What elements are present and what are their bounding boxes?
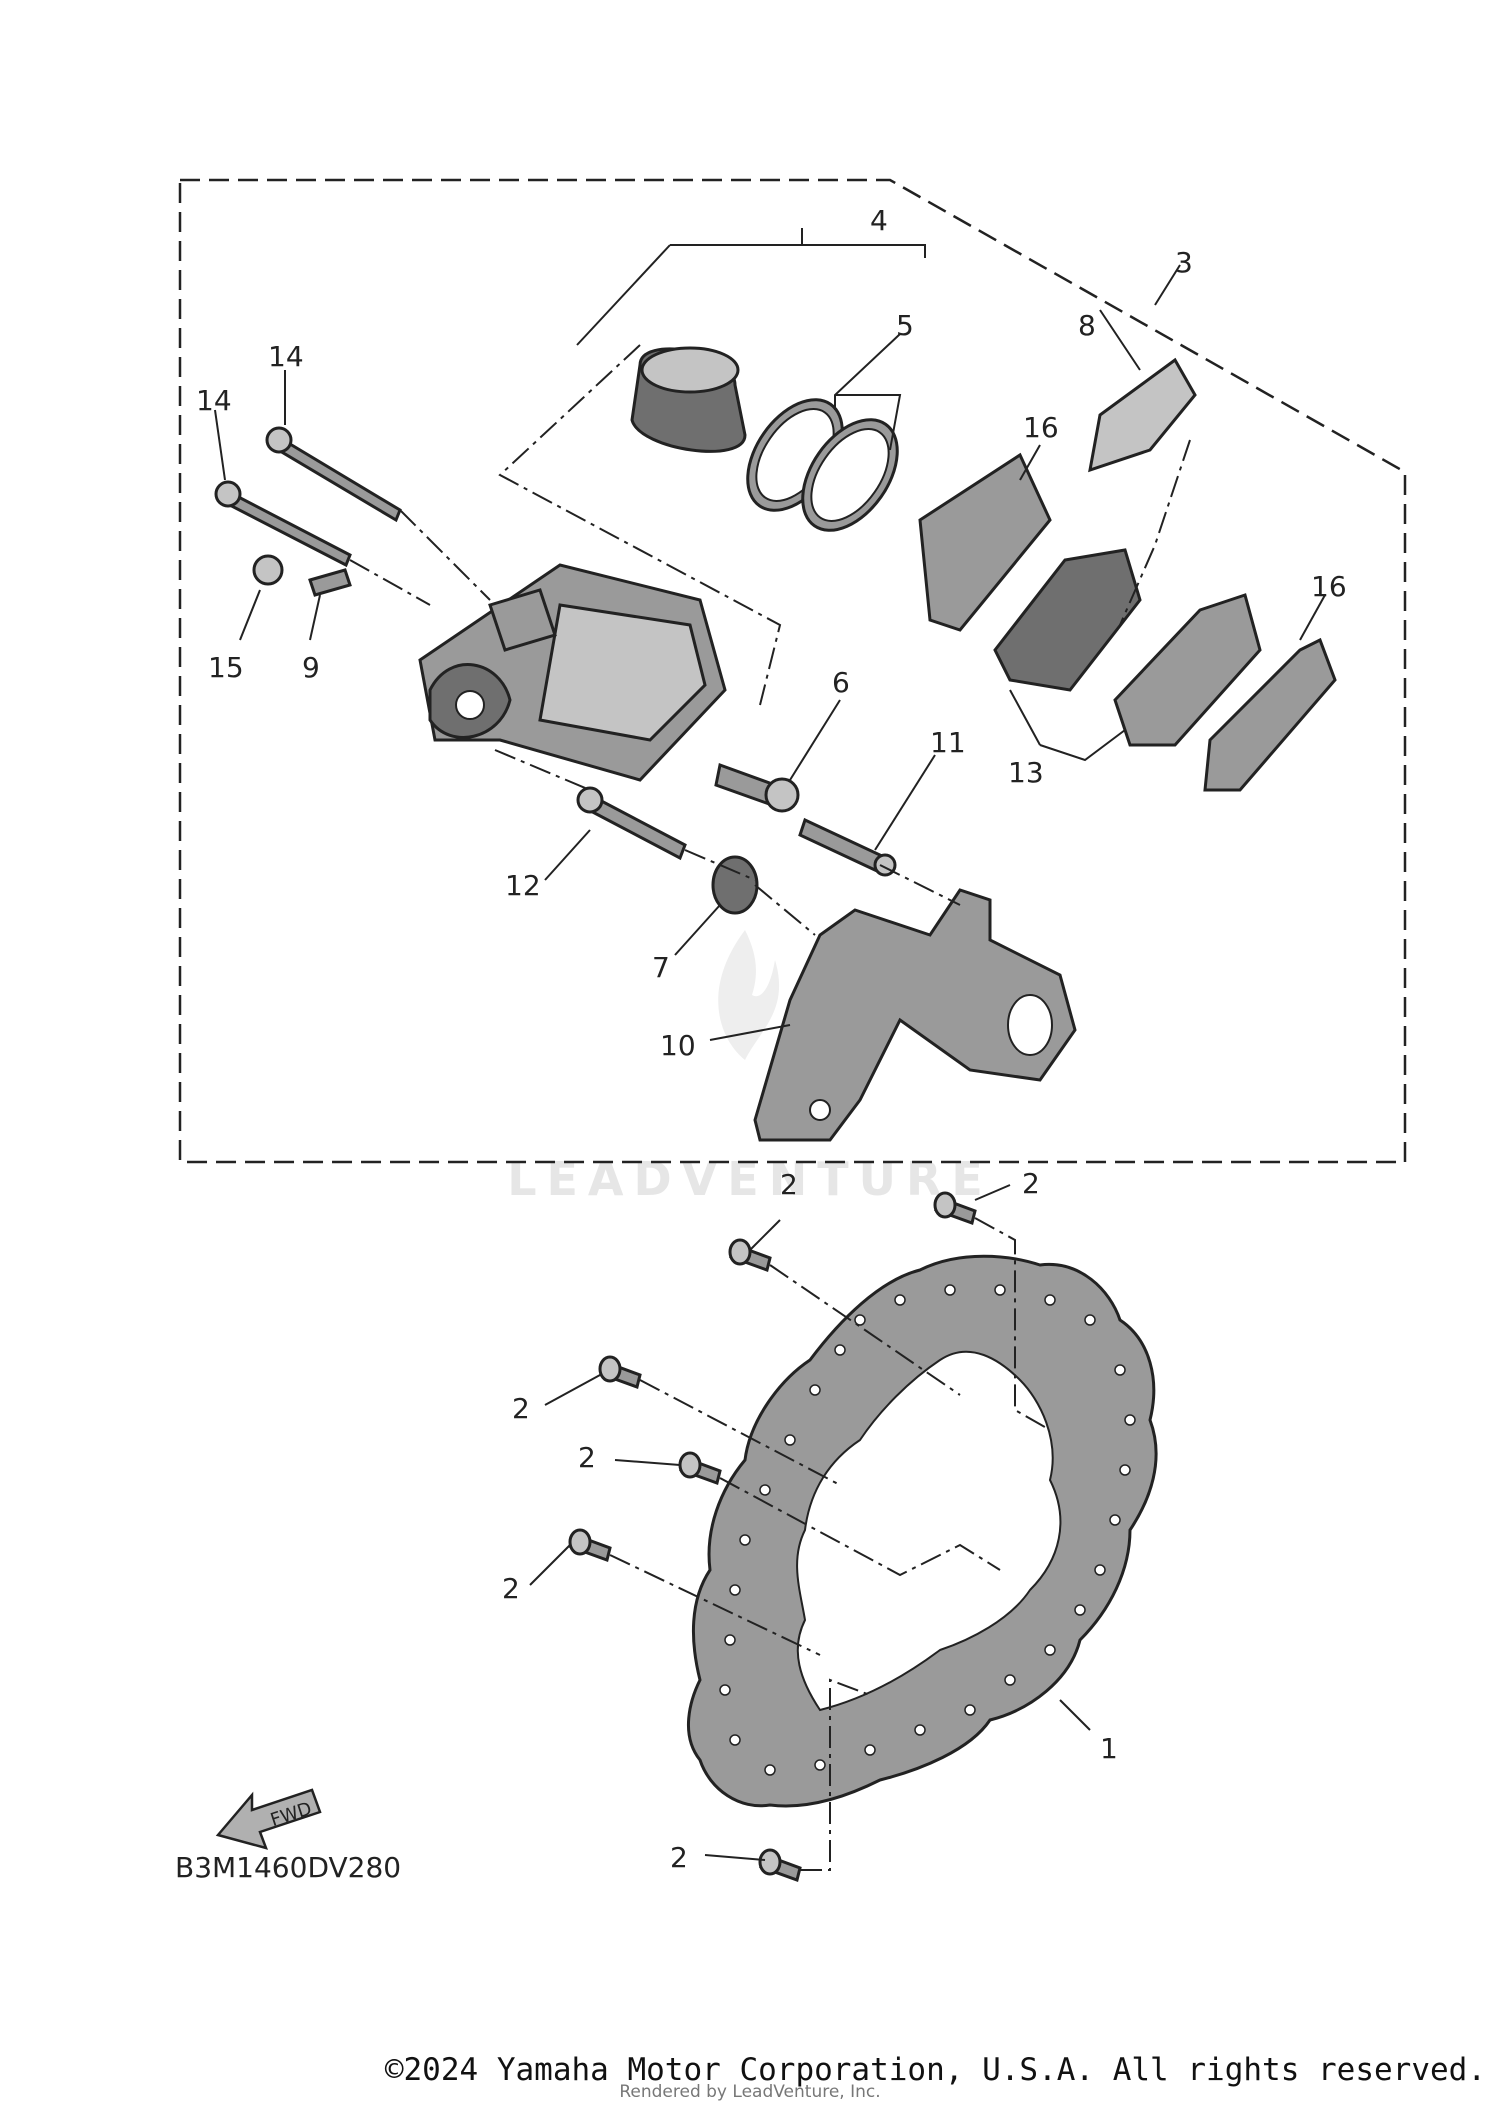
pad-pin-upper bbox=[265, 426, 402, 523]
callout-16: 16 bbox=[1023, 411, 1059, 444]
callout-2: 2 bbox=[780, 1168, 798, 1201]
callout-3: 3 bbox=[1175, 246, 1193, 279]
pad-spring bbox=[1088, 357, 1197, 473]
callout-16: 16 bbox=[1311, 570, 1347, 603]
callout-2: 2 bbox=[578, 1441, 596, 1474]
callout-10: 10 bbox=[660, 1029, 696, 1062]
watermark: LEADVENTURE bbox=[507, 1152, 993, 1206]
caliper-bolt bbox=[798, 817, 897, 877]
caliper-pin-bolt bbox=[576, 786, 687, 861]
callout-13: 13 bbox=[1008, 756, 1044, 789]
forward-arrow-icon: FWD bbox=[215, 1788, 322, 1850]
callout-2: 2 bbox=[670, 1841, 688, 1874]
disc-bolt bbox=[933, 1191, 977, 1225]
disc-bolt bbox=[678, 1451, 722, 1485]
disc-bolt bbox=[728, 1238, 772, 1272]
diagram-code: B3M1460DV280 bbox=[175, 1851, 401, 1884]
disc-bolt bbox=[568, 1528, 612, 1562]
bleed-screw bbox=[308, 568, 352, 597]
disc-bolt bbox=[598, 1355, 642, 1389]
callout-14: 14 bbox=[196, 384, 232, 417]
callout-2: 2 bbox=[502, 1572, 520, 1605]
watermark-flame-icon bbox=[718, 930, 780, 1060]
callout-1: 1 bbox=[1100, 1732, 1118, 1765]
callout-9: 9 bbox=[302, 651, 320, 684]
callout-14: 14 bbox=[268, 340, 304, 373]
caliper-kit-boundary bbox=[178, 178, 1407, 1164]
brake-pad-far-right bbox=[1203, 637, 1337, 792]
caliper-body bbox=[418, 563, 727, 782]
disc-bolt bbox=[758, 1848, 802, 1882]
callout-12: 12 bbox=[505, 869, 541, 902]
callout-2: 2 bbox=[1022, 1167, 1040, 1200]
leader-lines bbox=[214, 228, 1326, 1861]
copyright-notice: ©2024 Yamaha Motor Corporation, U.S.A. A… bbox=[384, 2052, 1486, 2088]
bleed-cap bbox=[252, 554, 284, 586]
callout-8: 8 bbox=[1078, 309, 1096, 342]
callout-2: 2 bbox=[512, 1392, 530, 1425]
callout-7: 7 bbox=[652, 951, 670, 984]
caliper-guide-bolt bbox=[714, 762, 800, 813]
callout-6: 6 bbox=[832, 666, 850, 699]
caliper-boot bbox=[711, 855, 759, 915]
brake-disc bbox=[686, 1254, 1158, 1808]
rendered-by-credit: Rendered by LeadVenture, Inc. bbox=[619, 2082, 881, 2102]
brake-pad-right bbox=[1113, 593, 1262, 747]
callout-11: 11 bbox=[930, 726, 966, 759]
caliper-bracket bbox=[753, 888, 1077, 1142]
callout-15: 15 bbox=[208, 651, 244, 684]
brake-pad-inner bbox=[993, 548, 1142, 692]
callout-5: 5 bbox=[896, 309, 914, 342]
callout-4: 4 bbox=[870, 204, 888, 237]
brake-pad-outer bbox=[918, 452, 1052, 632]
piston-seals bbox=[746, 398, 899, 532]
assembly-lines bbox=[349, 344, 1191, 1871]
pad-pin-lower bbox=[214, 480, 352, 568]
piston bbox=[630, 346, 747, 453]
disc-vent-holes bbox=[719, 1284, 1136, 1776]
